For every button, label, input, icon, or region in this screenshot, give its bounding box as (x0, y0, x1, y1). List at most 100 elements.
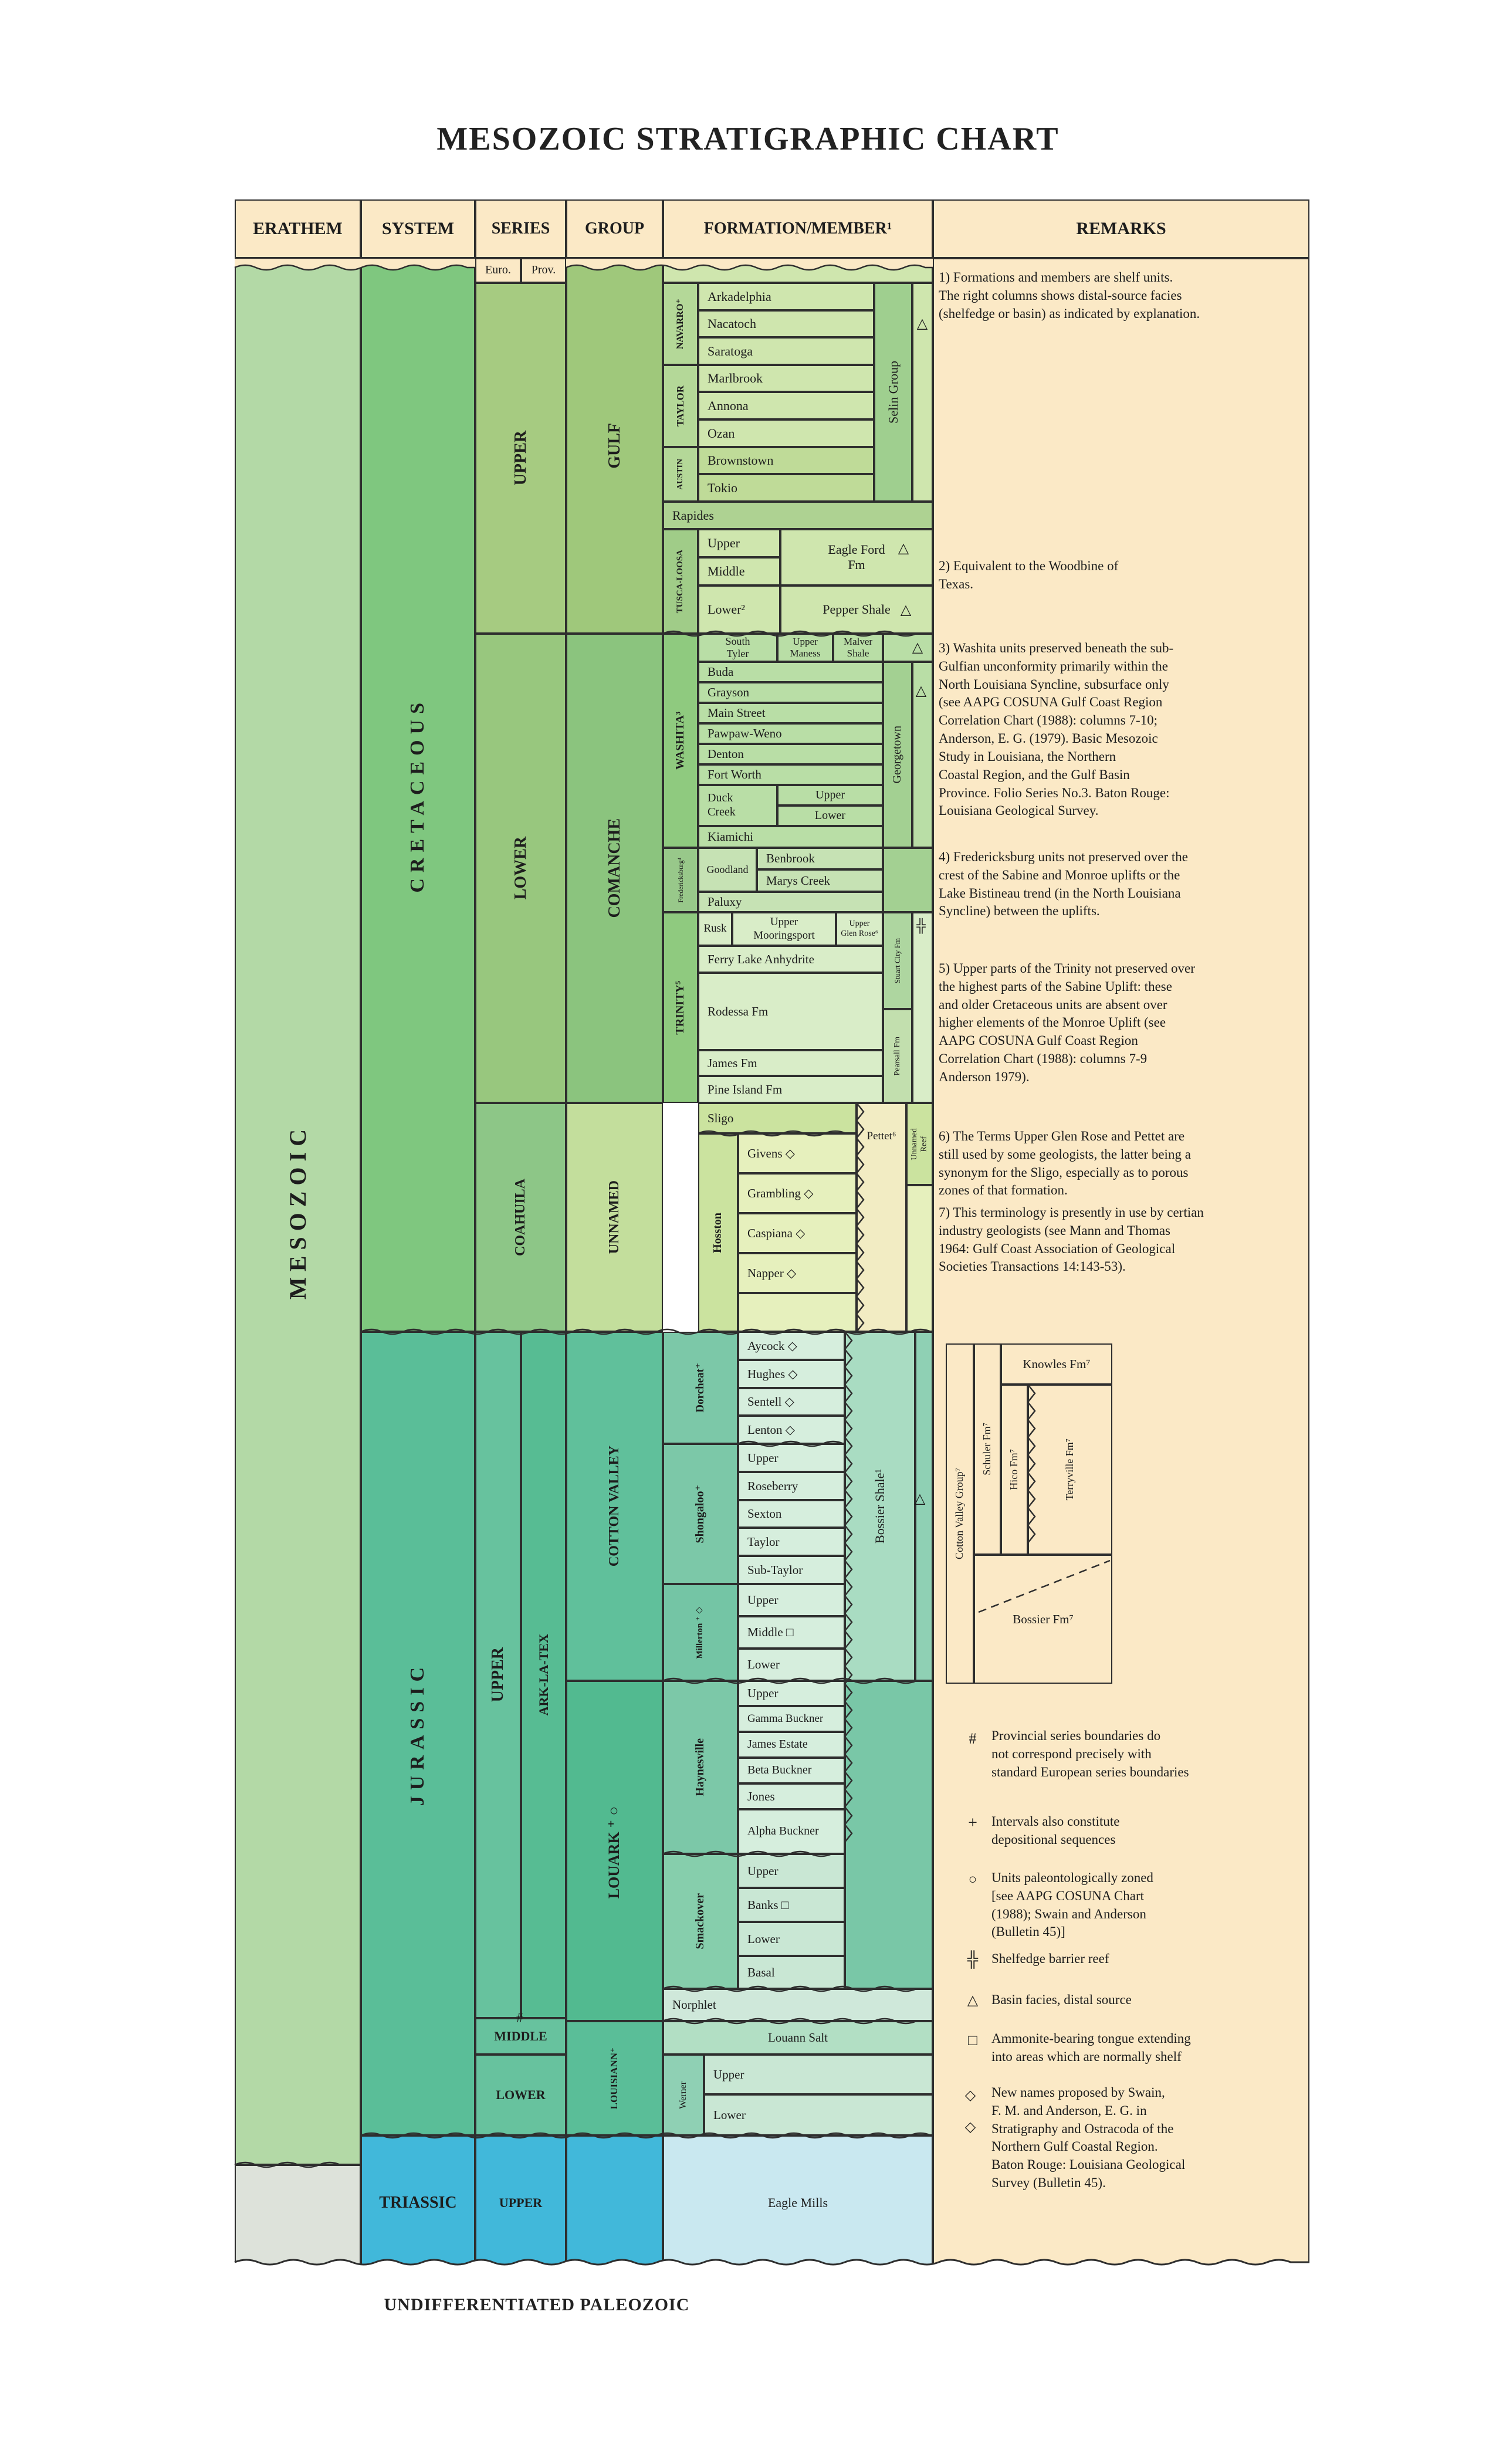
facies-schuler: Schuler Fm⁷ (974, 1343, 1001, 1555)
member-napper: Napper ◇ (738, 1253, 857, 1293)
washita-marker-strip (912, 662, 933, 848)
fm-annona: Annona (698, 392, 874, 419)
fm-unnamed-reef: Unnamed Reef (906, 1103, 933, 1185)
fm-selin-group: Selin Group (874, 283, 912, 502)
system-cretaceous: CRETACEOUS (361, 258, 475, 1332)
legend-plus-icon: + (968, 1814, 977, 1833)
fm-millerton: Millerton ⁺◇ (663, 1584, 738, 1681)
fm-pettet: Pettet⁶ (857, 1103, 906, 1332)
member-banks: Banks □ (738, 1888, 845, 1922)
facies-terryville: Terryville Fm⁷ (1028, 1385, 1112, 1555)
trinity-marker-strip (912, 912, 933, 1103)
fm-tuscaloosa-upper: Upper (698, 529, 780, 557)
member-hughes: Hughes ◇ (738, 1360, 845, 1388)
fm-denton: Denton (698, 744, 883, 764)
fredericksburg-right-strip (883, 848, 933, 912)
fm-nacatoch: Nacatoch (698, 310, 874, 337)
header-system: SYSTEM (361, 199, 475, 258)
member-sub-taylor: Sub-Taylor (738, 1556, 845, 1584)
member-werner-lower: Lower (704, 2094, 933, 2135)
fm-bossier-shale: Bossier Shale¹ (845, 1332, 915, 1681)
subgroup-tuscaloosa: TUSCA-LOOSA (663, 529, 698, 634)
group-louark: LOUARK ⁺○ (566, 1681, 663, 2021)
fm-ozan: Ozan (698, 419, 874, 447)
fm-saratoga: Saratoga (698, 337, 874, 365)
member-sentell: Sentell ◇ (738, 1388, 845, 1416)
cotton-valley-marker-strip (915, 1332, 933, 1681)
remarks-body (933, 258, 1309, 2270)
member-beta-buckner: Beta Buckner (738, 1758, 845, 1783)
marker-grayson-basin: △ (915, 683, 927, 699)
fm-brownstown: Brownstown (698, 447, 874, 474)
group-unnamed: UNNAMED (566, 1103, 663, 1332)
fm-goodland: Goodland (698, 848, 757, 892)
member-smackover-upper: Upper (738, 1854, 845, 1888)
fm-upper-glen-rose: Upper Glen Rose⁶ (836, 912, 883, 946)
facies-hico: Hico Fm⁷ (1001, 1385, 1028, 1555)
legend-diamond-icon-2: ◇ (964, 2119, 976, 2135)
page-title: MESOZOIC STRATIGRAPHIC CHART (436, 121, 1060, 157)
subgroup-taylor: TAYLOR (663, 365, 698, 447)
legend-reef-icon: ╬ (967, 1950, 979, 1968)
group-louisiann: LOUISIANN⁺ (566, 2021, 663, 2135)
legend-plus-text: Intervals also constitute depositional s… (991, 1814, 1120, 1847)
fm-marys-creek: Marys Creek (757, 869, 883, 892)
fm-paluxy: Paluxy (698, 892, 883, 912)
marker-malver-basin: △ (912, 639, 923, 655)
member-werner-upper: Upper (704, 2055, 933, 2094)
member-millerton-upper: Upper (738, 1584, 845, 1616)
fm-grayson: Grayson (698, 682, 883, 703)
fm-smackover: Smackover (663, 1854, 738, 1989)
member-gamma-buckner: Gamma Buckner (738, 1706, 845, 1732)
legend-reef-text: Shelfedge barrier reef (991, 1951, 1109, 1966)
header-erathem: ERATHEM (235, 199, 361, 258)
legend-diamond-text: New names proposed by Swain, F. M. and A… (991, 2085, 1186, 2191)
member-sexton: Sexton (738, 1500, 845, 1528)
legend-circle-text: Units paleontologically zoned [see AAPG … (991, 1870, 1153, 1940)
fm-sligo: Sligo (698, 1103, 857, 1133)
fm-arkadelphia: Arkadelphia (698, 283, 874, 310)
legend-triangle-text: Basin facies, distal source (991, 1992, 1132, 2007)
remark-2: 2) Equivalent to the Woodbine of Texas. (939, 559, 1119, 591)
footer-label: UNDIFFERENTIATED PALEOZOIC (384, 2295, 690, 2314)
remark-6: 6) The Terms Upper Glen Rose and Pettet … (939, 1129, 1191, 1198)
louark-right-area (845, 1681, 933, 1989)
fm-malver-shale: Malver Shale (833, 634, 883, 662)
member-givens: Givens ◇ (738, 1133, 857, 1173)
fm-pawpaw-weno: Pawpaw-Weno (698, 723, 883, 744)
fm-dorcheat: Dorcheat⁺ (663, 1332, 738, 1444)
header-formation-member: FORMATION/MEMBER¹ (663, 199, 933, 258)
member-taylor: Taylor (738, 1528, 845, 1556)
member-millerton-lower: Lower (738, 1649, 845, 1681)
fm-rodessa: Rodessa Fm (698, 973, 883, 1050)
group-triassic-blank (566, 2135, 663, 2270)
member-smackover-lower: Lower (738, 1922, 845, 1956)
marker-series-hash: # (516, 2010, 523, 2026)
member-cv-upper: Upper (738, 1444, 845, 1472)
fm-tuscaloosa-middle: Middle (698, 557, 780, 585)
series-lower-jurassic: LOWER (475, 2055, 566, 2135)
fm-pearsall: Pearsall Fm (883, 1009, 912, 1103)
subgroup-fredericksburg: Fredericksburg⁴ (663, 848, 698, 912)
fm-haynesville: Haynesville (663, 1681, 738, 1854)
member-haynesville-upper: Upper (738, 1681, 845, 1706)
fm-rusk: Rusk (698, 912, 732, 946)
remark-5: 5) Upper parts of the Trinity not preser… (939, 961, 1195, 1084)
header-group: GROUP (566, 199, 663, 258)
fm-ferry-lake-anhydrite: Ferry Lake Anhydrite (698, 946, 883, 973)
system-jurassic: JURASSIC (361, 1332, 475, 2135)
remark-4: 4) Fredericksburg units not preserved ov… (939, 849, 1188, 919)
header-remarks: REMARKS (933, 199, 1309, 258)
fm-norphlet: Norphlet (663, 1989, 933, 2021)
legend-triangle-icon: △ (967, 1992, 979, 2008)
fm-rapides: Rapides (663, 502, 933, 529)
fm-duck-creek-upper: Upper (777, 785, 883, 805)
fm-shongaloo: Shongaloo⁺ (663, 1444, 738, 1584)
fm-werner: Werner (663, 2055, 704, 2135)
fm-tuscaloosa-lower: Lower² (698, 585, 780, 634)
marker-selin-basin: △ (916, 316, 928, 331)
fm-benbrook: Benbrook (757, 848, 883, 869)
series-lower-cretaceous: LOWER (475, 634, 566, 1103)
member-jones: Jones (738, 1783, 845, 1809)
